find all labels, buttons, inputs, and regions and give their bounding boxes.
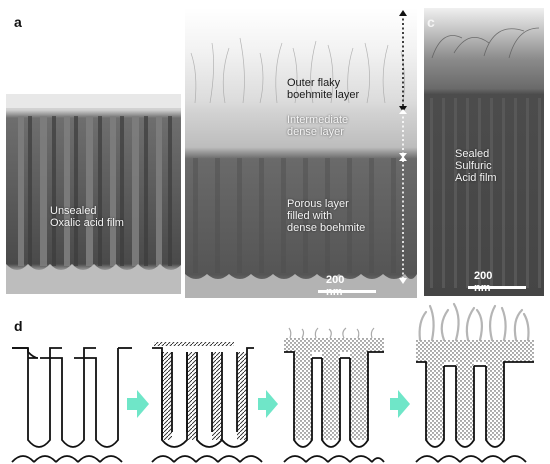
caption-c: Sealed Sulfuric Acid film bbox=[455, 148, 497, 184]
panel-label-a: a bbox=[14, 14, 22, 30]
schematic-sequence bbox=[11, 302, 534, 463]
arrow-2-icon bbox=[258, 390, 278, 418]
panel-label-d: d bbox=[14, 318, 23, 334]
stage-3-dense-layer bbox=[283, 327, 385, 463]
scale-text-b: 200 nm bbox=[326, 274, 345, 298]
scale-bar-b bbox=[318, 290, 376, 293]
tem-image-b bbox=[185, 8, 417, 298]
stage-1-unsealed bbox=[11, 347, 132, 463]
layer-label-outer: Outer flaky boehmite layer bbox=[287, 77, 360, 101]
stage-2-filling bbox=[151, 342, 263, 463]
caption-a: Unsealed Oxalic acid film bbox=[50, 205, 124, 229]
tem-image-c bbox=[424, 8, 544, 296]
layer-label-intermediate: Intermediate dense layer bbox=[287, 114, 349, 138]
tem-image-a bbox=[6, 94, 181, 294]
panel-label-c: c bbox=[427, 14, 435, 30]
scale-bar-c bbox=[468, 286, 526, 289]
arrow-1-icon bbox=[127, 390, 149, 418]
arrow-3-icon bbox=[390, 390, 410, 418]
layer-label-porous: Porous layer filled with dense boehmite bbox=[287, 198, 366, 234]
stage-4-flaky-boehmite bbox=[415, 302, 534, 463]
scale-text-c: 200 nm bbox=[474, 270, 493, 294]
